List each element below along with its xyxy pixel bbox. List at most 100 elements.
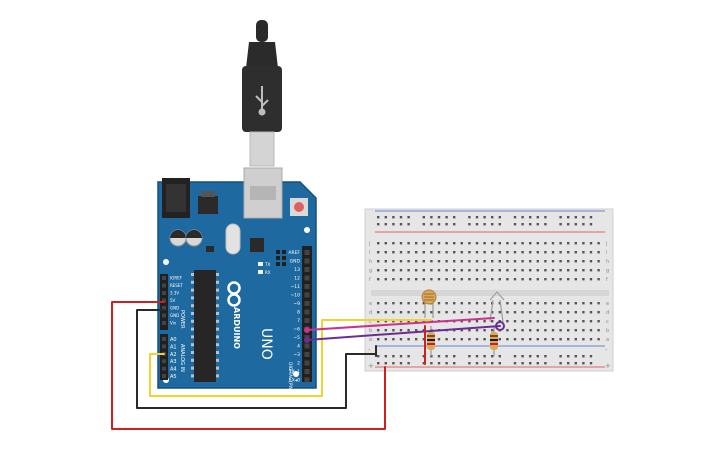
terminal-hole	[597, 338, 600, 341]
rail-hole	[529, 223, 532, 226]
chip-pin	[191, 319, 194, 323]
rail-hole	[422, 355, 425, 358]
terminal-hole	[377, 311, 380, 314]
power-header-hole	[162, 321, 166, 325]
rail-hole	[589, 223, 593, 226]
terminal-hole	[582, 251, 585, 254]
power-header-hole	[162, 306, 166, 310]
terminal-hole	[407, 320, 410, 323]
terminal-hole	[422, 278, 425, 281]
terminal-hole	[544, 260, 547, 263]
digital-pin-label: 4	[297, 344, 300, 350]
rail-hole	[513, 223, 517, 226]
rail-hole	[377, 216, 380, 219]
terminal-hole	[422, 311, 425, 314]
terminal-hole	[422, 329, 425, 332]
terminal-hole	[430, 278, 433, 281]
terminal-hole	[521, 269, 524, 272]
terminal-hole	[529, 242, 532, 245]
rail-hole	[392, 355, 395, 358]
row-letter: b	[606, 328, 609, 334]
analog-header-hole	[162, 366, 166, 371]
usb-plug-metal	[249, 131, 275, 167]
rail-hole	[407, 362, 410, 365]
terminal-hole	[468, 260, 471, 263]
terminal-hole	[437, 260, 441, 263]
terminal-hole	[551, 329, 555, 332]
terminal-hole	[544, 278, 547, 281]
rail-hole	[475, 216, 479, 219]
rail-hole	[589, 362, 593, 365]
rail-hole	[544, 362, 547, 365]
uno-model-text: UNO	[258, 328, 274, 360]
rail-hole	[399, 216, 403, 219]
terminal-hole	[399, 260, 403, 263]
rail-hole	[529, 362, 532, 365]
digital-header-hole	[304, 309, 310, 315]
digital-header-hole	[304, 275, 310, 281]
terminal-hole	[468, 242, 471, 245]
terminal-hole	[407, 251, 410, 254]
terminal-hole	[589, 302, 593, 305]
chip-pin	[216, 288, 219, 292]
digital-pin-label: 8	[297, 310, 300, 316]
terminal-hole	[506, 251, 509, 254]
rail-hole	[377, 355, 380, 358]
terminal-hole	[422, 302, 425, 305]
rail-hole	[468, 355, 471, 358]
terminal-hole	[589, 260, 593, 263]
terminal-hole	[453, 260, 456, 263]
terminal-hole	[544, 302, 547, 305]
rail-plus-sign: +	[368, 362, 374, 370]
terminal-hole	[437, 278, 441, 281]
power-header-hole	[162, 298, 166, 303]
terminal-hole	[475, 311, 479, 314]
chip-pin	[216, 319, 219, 323]
row-letter: a	[369, 337, 372, 343]
terminal-hole	[399, 278, 403, 281]
terminal-hole	[567, 260, 570, 263]
terminal-hole	[415, 320, 418, 323]
rail-minus-sign: -	[368, 346, 371, 354]
rail-hole	[559, 362, 562, 365]
terminal-hole	[468, 320, 471, 323]
row-letter: g	[606, 268, 609, 274]
terminal-hole	[582, 260, 585, 263]
analog-pin-label: A3	[170, 359, 177, 365]
terminal-hole	[384, 320, 387, 323]
terminal-hole	[506, 278, 509, 281]
chip-pin	[216, 335, 219, 339]
terminal-hole	[407, 278, 410, 281]
digital-header-hole	[304, 369, 310, 374]
terminal-hole	[468, 302, 471, 305]
terminal-hole	[392, 269, 395, 272]
power-pin-label: 5V	[170, 298, 176, 303]
terminal-hole	[392, 338, 395, 341]
terminal-hole	[529, 302, 532, 305]
terminal-hole	[498, 242, 501, 245]
icsp-pin	[282, 256, 286, 260]
terminal-hole	[536, 338, 539, 341]
terminal-hole	[551, 302, 555, 305]
rail-hole	[483, 216, 486, 219]
terminal-hole	[589, 278, 593, 281]
terminal-hole	[399, 329, 403, 332]
power-jack-inner	[166, 184, 186, 212]
terminal-hole	[415, 242, 418, 245]
row-letter: i	[369, 250, 370, 256]
power-header-hole	[162, 276, 166, 280]
rail-hole	[392, 216, 395, 219]
terminal-hole	[445, 242, 448, 245]
terminal-hole	[392, 329, 395, 332]
terminal-hole	[544, 251, 547, 254]
row-letter: d	[369, 310, 372, 316]
terminal-hole	[460, 251, 463, 254]
power-header-hole	[162, 313, 166, 318]
chip-pin	[191, 280, 194, 284]
terminal-hole	[399, 242, 403, 245]
terminal-hole	[513, 338, 517, 341]
digital-header-hole	[304, 301, 310, 306]
arduino-uno-board: TX RX AREFGND1312~11~10~987~6~54~32TX▸1R…	[157, 167, 317, 400]
terminal-hole	[574, 278, 577, 281]
rail-hole	[453, 216, 456, 219]
